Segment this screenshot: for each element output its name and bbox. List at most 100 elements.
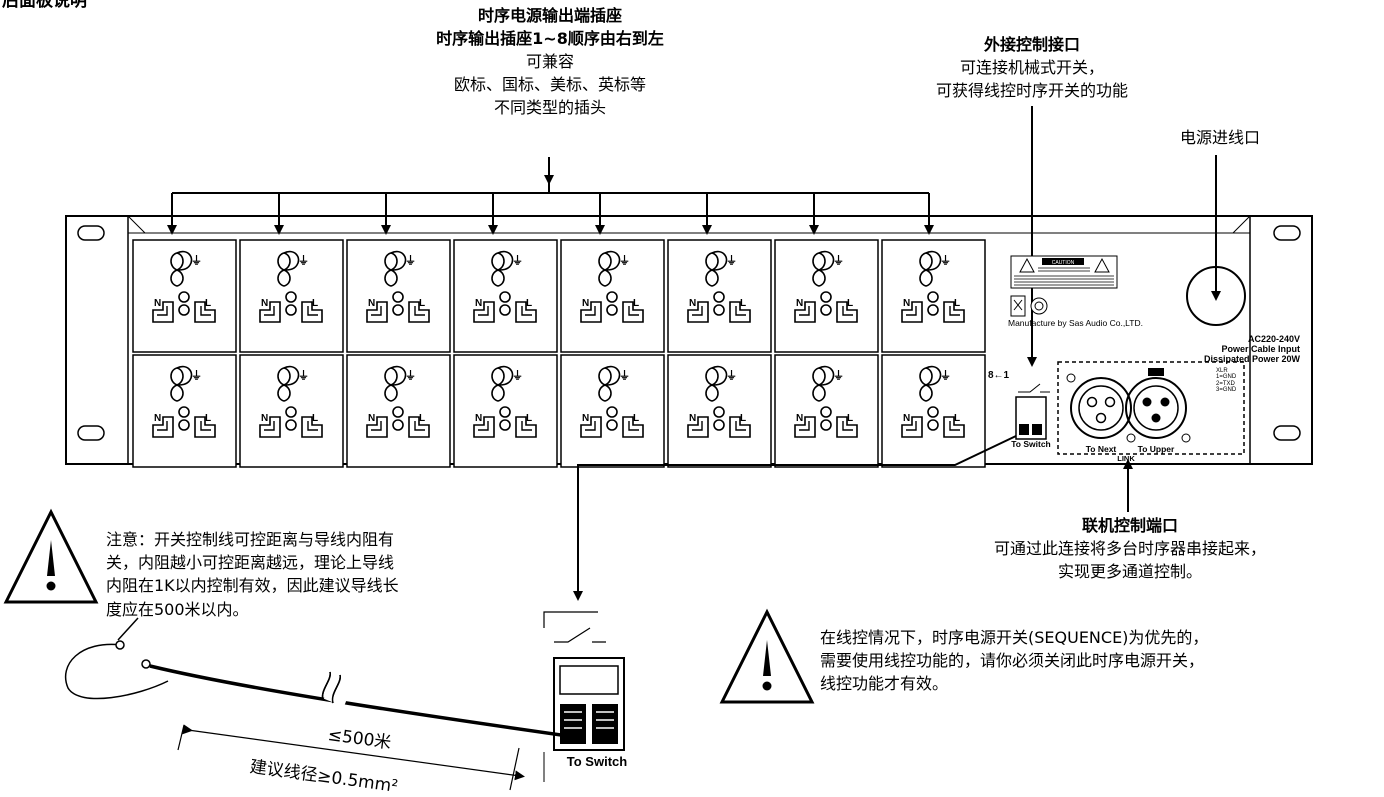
outlet-n-label: N [261,298,269,309]
xlr-to-upper [1125,368,1191,443]
control-cable [64,617,583,740]
link-title: 联机控制端口 [1081,516,1178,535]
outlet-ground-symbol: ⏚ [833,255,844,267]
mount-slot-tr [1273,225,1301,241]
ext-control-title: 外接控制接口 [983,35,1080,54]
length-dimension [177,724,525,791]
outlets-title-2: 时序输出插座1~8顺序由右到左 [436,29,664,48]
outlet-l-label: L [740,298,747,309]
manufacturer-text: Manufacture by Sas Audio Co.,LTD. [1008,318,1143,328]
outlet-ground-symbol: ⏚ [940,370,951,382]
outlet-l-label: L [847,413,854,424]
outlet-n-label: N [582,413,590,424]
outlet-l-label: L [419,298,426,309]
outlets-line-3: 不同类型的插头 [493,98,606,117]
outlet-l-label: L [633,413,640,424]
power-spec-1: AC220-240V [1247,334,1300,344]
note-right-line-1: 在线控情况下，时序电源开关(SEQUENCE)为优先的， [820,628,1209,647]
note-left-line-3: 内阻在1K以内控制有效，因此建议导线长 [106,576,399,596]
outlet-l-label: L [740,413,747,424]
power-inlet-label: 电源进线口 [1179,128,1260,147]
outlet-l-label: L [954,413,961,424]
xlr-to-next [1066,373,1136,443]
power-spec: AC220-240V Power Cable Input Dissipated … [1150,334,1300,364]
outlets-line-1: 可兼容 [525,52,574,71]
outlet-ground-symbol: ⏚ [191,370,202,382]
outlet-n-label: N [689,298,697,309]
outlet-ground-symbol: ⏚ [940,255,951,267]
note-left: 注意：开关控制线可控距离与导线内阻有 关，内阻越小可控距离越远，理论上导线 内阻… [106,528,399,621]
outlet-n-label: N [689,413,697,424]
outlet-n-label: N [475,298,483,309]
rack-panel [65,215,1313,465]
switch-terminal-panel [1015,383,1050,440]
power-spec-3: Dissipated Power 20W [1203,354,1300,365]
outlet-l-label: L [847,298,854,309]
outlet-n-label: N [368,298,376,309]
cable-pointer [573,435,1017,601]
outlet-l-label: L [205,413,212,424]
outlet-ground-symbol: ⏚ [191,255,202,267]
outlet-l-label: L [633,298,640,309]
mount-slot-bl [77,425,105,441]
panel-to-upper-label: To Upper [1137,444,1175,454]
ext-control-line-2: 可获得线控时序开关的功能 [935,81,1128,100]
order-marker: 8←1 [988,370,1010,381]
outlet-n-label: N [154,298,162,309]
outlet-ground-symbol: ⏚ [833,370,844,382]
outlet-l-label: L [526,298,533,309]
note-left-line-4: 度应在500米以内。 [106,599,249,619]
outlet-l-label: L [312,413,319,424]
link-line-1: 可通过此连接将多台时序器串接起来， [993,539,1266,558]
outlet-grid [132,239,986,468]
outlet-ground-symbol: ⏚ [726,255,737,267]
mount-slot-tl [77,225,105,241]
ext-control-line-1: 可连接机械式开关， [959,58,1104,77]
outlet-n-label: N [903,413,911,424]
outlet-n-label: N [582,298,590,309]
note-right-line-3: 线控功能才有效。 [820,674,949,694]
outlet-n-label: N [796,413,804,424]
outlet-l-label: L [526,413,533,424]
warning-icon-left [4,510,98,604]
xlr-pin-legend: XLR 1=GND 2=TXD 3=GND [1216,368,1237,393]
outlet-n-label: N [154,413,162,424]
mount-slot-br [1273,425,1301,441]
link-line-2: 实现更多通道控制。 [1057,562,1202,581]
outlet-ground-symbol: ⏚ [405,255,416,267]
outlet-ground-symbol: ⏚ [726,370,737,382]
outlet-n-label: N [368,413,376,424]
outlet-l-label: L [312,298,319,309]
panel-to-switch-label: To Switch [1011,439,1051,449]
power-spec-2: Power Cable Input [1221,344,1300,355]
outlet-n-label: N [903,298,911,309]
outlet-ground-symbol: ⏚ [619,370,630,382]
outlet-ground-symbol: ⏚ [298,370,309,382]
panel-to-next-label: To Next [1085,444,1117,454]
outlets-line-2: 欧标、国标、美标、英标等 [453,75,646,94]
warning-icon-right [720,610,814,704]
outlet-l-label: L [205,298,212,309]
outlet-l-label: L [954,298,961,309]
outlet-ground-symbol: ⏚ [512,370,523,382]
outlet-n-label: N [796,298,804,309]
svg-text:CAUTION: CAUTION [1052,260,1075,266]
outlet-n-label: N [261,413,269,424]
caution-label: CAUTION [1010,255,1118,317]
switch-detail-label: To Switch [566,754,628,769]
note-right-line-2: 需要使用线控功能的，请你必须关闭此时序电源开关， [820,651,1205,671]
outlet-ground-symbol: ⏚ [512,255,523,267]
outlets-title-1: 时序电源输出端插座 [477,6,622,25]
outlet-ground-symbol: ⏚ [298,255,309,267]
outlet-ground-symbol: ⏚ [405,370,416,382]
link-port-area [1057,361,1245,455]
corner-heading: 后面板说明 [2,0,87,11]
outlet-pointer-arrows [167,157,934,235]
note-right: 在线控情况下，时序电源开关(SEQUENCE)为优先的， 需要使用线控功能的，请… [820,626,1208,696]
outlet-ground-symbol: ⏚ [619,255,630,267]
note-left-line-2: 关，内阻越小可控距离越远，理论上导线 [106,553,395,573]
note-left-line-1: 注意：开关控制线可控距离与导线内阻有 [106,530,395,549]
power-inlet [1186,266,1246,326]
outlet-n-label: N [475,413,483,424]
